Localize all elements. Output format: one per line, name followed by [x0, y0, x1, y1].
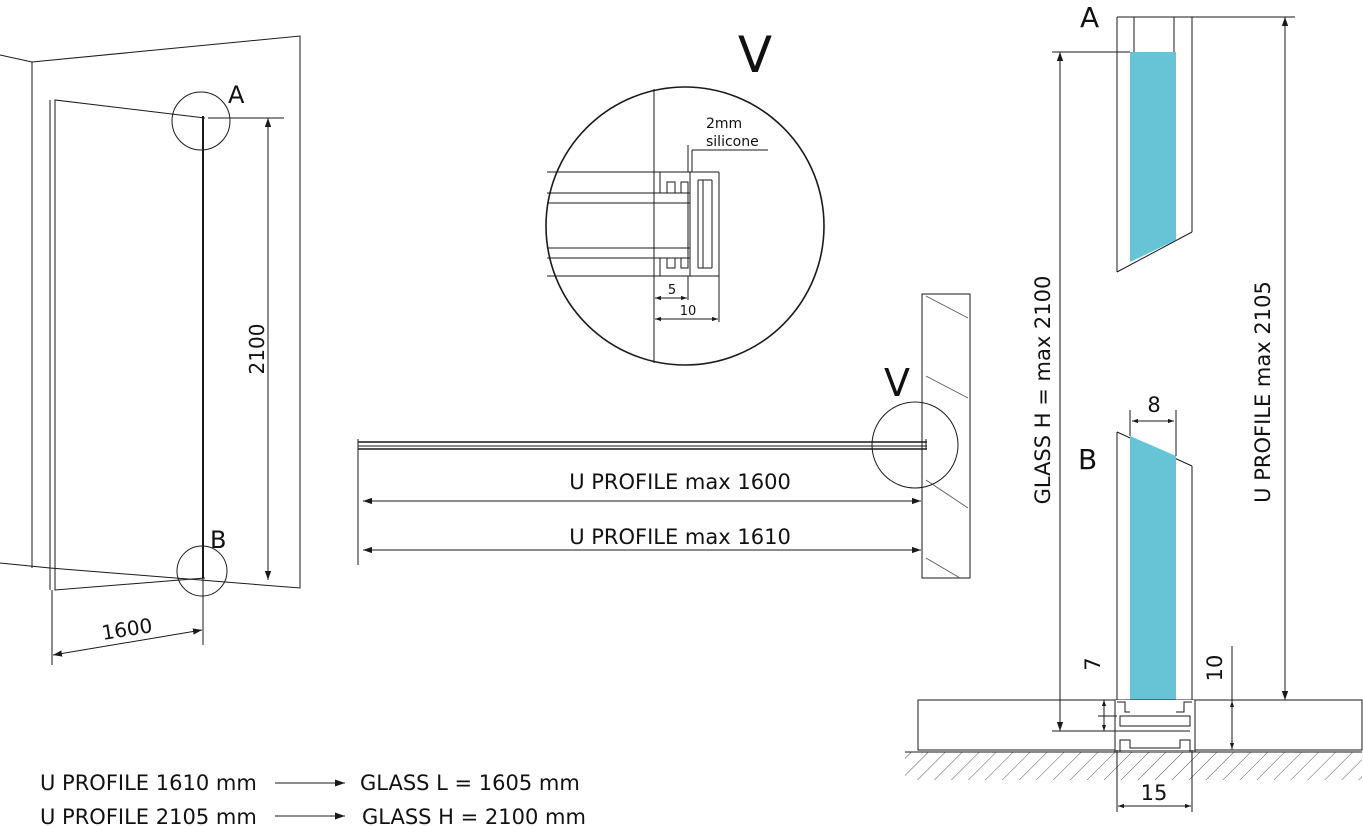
dim-2100: 2100 [245, 324, 269, 375]
label-b: B [210, 526, 226, 554]
plan-view: V U PROFILE max 1600 U PROFILE max 1610 [357, 293, 971, 579]
legend-glass-length: GLASS L = 1605 mm [360, 771, 580, 795]
dim-5: 5 [668, 283, 676, 298]
label-v: V [884, 361, 910, 405]
dim-glass-height: GLASS H = max 2100 [1031, 276, 1055, 505]
room-corner-walls [0, 35, 301, 589]
dim-1600: 1600 [100, 613, 154, 645]
detail-circle-v [871, 401, 959, 489]
dim-10: 10 [680, 304, 697, 319]
section-view: A B 8 GLASS H = max 2100 [905, 1, 1363, 812]
dim-8: 8 [1147, 393, 1160, 417]
perspective-view: A B 2100 1600 [0, 35, 301, 665]
dim-uprofile-1600: U PROFILE max 1600 [569, 470, 791, 494]
legend: U PROFILE 1610 mm GLASS L = 1605 mm U PR… [40, 771, 586, 826]
detail-v: V 2mm silicone 5 10 [545, 26, 825, 366]
section-label-a: A [1080, 1, 1099, 34]
dim-7: 7 [1081, 657, 1105, 670]
wall-section [921, 293, 971, 579]
glass-top [1130, 52, 1176, 262]
legend-uprofile-1610: U PROFILE 1610 mm [40, 771, 257, 795]
label-a: A [228, 81, 245, 109]
floor-hatch [905, 752, 1362, 780]
legend-uprofile-2105: U PROFILE 2105 mm [40, 805, 257, 826]
silicone-width: 2mm [706, 116, 742, 132]
detail-v-circle [545, 86, 825, 366]
dim-15: 15 [1141, 781, 1168, 805]
section-label-b: B [1078, 443, 1097, 476]
dim-uprofile-height: U PROFILE max 2105 [1251, 281, 1275, 503]
detail-circle-a [171, 91, 231, 151]
detail-circle-b [176, 545, 228, 597]
detail-v-title: V [738, 26, 772, 84]
dim-10-right: 10 [1203, 655, 1227, 682]
dim-uprofile-1610: U PROFILE max 1610 [569, 525, 791, 549]
glass-bottom [1130, 436, 1176, 731]
dim-line-1600 [52, 628, 203, 657]
legend-glass-height: GLASS H = 2100 mm [362, 805, 586, 826]
silicone-label: silicone [706, 134, 759, 150]
glass-panel-outline [54, 99, 206, 591]
